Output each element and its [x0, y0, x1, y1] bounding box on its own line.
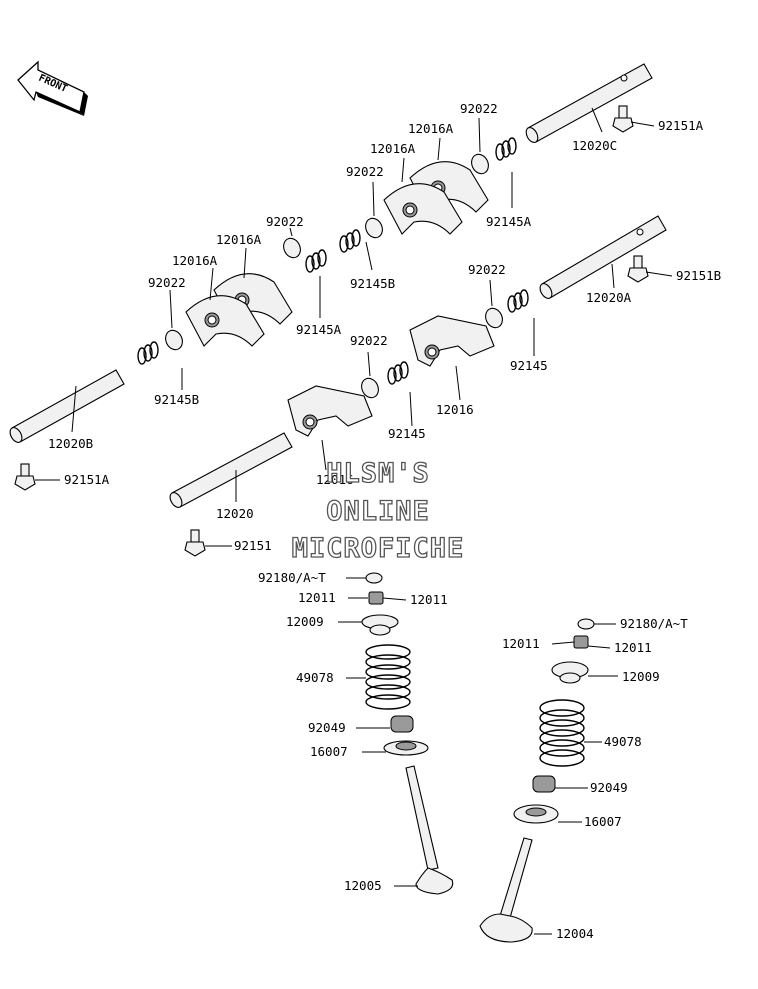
label-12011-left-b: 12011	[410, 592, 448, 607]
label-12016-a: 12016	[436, 402, 474, 417]
washer-92022-c	[283, 237, 301, 259]
label-16007-right: 16007	[584, 814, 622, 829]
washer-92022-a	[471, 153, 489, 175]
rocker-arm-12016-right	[409, 315, 495, 367]
label-16007-left: 16007	[310, 744, 348, 759]
label-12011-right-b: 12011	[614, 640, 652, 655]
label-92145-b: 92145	[388, 426, 426, 441]
shaft-12020a	[539, 215, 667, 299]
valve-12004	[479, 837, 533, 943]
label-12020: 12020	[216, 506, 254, 521]
label-49078-right: 49078	[604, 734, 642, 749]
label-92145a-a: 92145A	[486, 214, 532, 229]
label-12016a-b: 12016A	[370, 141, 416, 156]
spring-92145a-mid	[305, 249, 327, 273]
label-12005: 12005	[344, 878, 382, 893]
label-92151a-bottom: 92151A	[64, 472, 110, 487]
label-92022-d: 92022	[148, 275, 186, 290]
label-92022-c: 92022	[266, 214, 304, 229]
label-92151: 92151	[234, 538, 272, 553]
label-92180-right: 92180/A~T	[620, 616, 688, 631]
label-92049-left: 92049	[308, 720, 346, 735]
label-12011-left-a: 12011	[298, 590, 336, 605]
washer-92022-f	[361, 377, 379, 399]
label-92145b-a: 92145B	[350, 276, 395, 291]
shim-92180-right	[577, 618, 595, 630]
seat-16007-right	[513, 804, 559, 824]
valve-spring-49078-right	[539, 699, 585, 767]
shaft-12020b	[9, 369, 125, 443]
label-12020c: 12020C	[572, 138, 617, 153]
watermark-line-1: HLSM'S	[326, 458, 430, 489]
label-92022-b: 92022	[346, 164, 384, 179]
bolt-92151b	[627, 255, 649, 283]
valve-12005	[405, 765, 454, 895]
label-12016a-c: 12016A	[216, 232, 262, 247]
seat-16007-left	[383, 740, 429, 756]
shaft-12020c	[525, 63, 653, 143]
label-92151a-top: 92151A	[658, 118, 704, 133]
seal-92049-right	[532, 775, 556, 793]
washer-92022-e	[485, 307, 503, 329]
retainer-12009-left	[361, 614, 399, 636]
rocker-arm-12016a-mid-left	[185, 295, 265, 347]
valve-spring-49078-left	[365, 644, 411, 710]
label-12016a-d: 12016A	[172, 253, 218, 268]
bolt-92151a-bottom	[14, 463, 36, 491]
label-92022-a: 92022	[460, 101, 498, 116]
spring-92145b-left	[137, 341, 159, 365]
label-92145b-b: 92145B	[154, 392, 199, 407]
watermark-line-2: ONLINE	[326, 496, 430, 527]
seal-92049-left	[390, 715, 414, 733]
washer-92022-d	[165, 329, 183, 351]
washer-92022-b	[365, 217, 383, 239]
shim-92180-left	[365, 572, 383, 584]
label-92022-f: 92022	[350, 333, 388, 348]
label-92049-right: 92049	[590, 780, 628, 795]
label-12009-right: 12009	[622, 669, 660, 684]
watermark-line-3: MICROFICHE	[292, 533, 465, 564]
label-12011-right-a: 12011	[502, 636, 540, 651]
retainer-12009-right	[551, 661, 589, 684]
bolt-92151	[184, 529, 206, 557]
label-92145a-b: 92145A	[296, 322, 342, 337]
label-92145-a: 92145	[510, 358, 548, 373]
spring-92145b-top	[339, 229, 361, 253]
label-12020a: 12020A	[586, 290, 632, 305]
watermark: HLSM'S ONLINE MICROFICHE	[291, 457, 465, 564]
rocker-arm-12016-left	[287, 385, 373, 437]
label-92022-e: 92022	[468, 262, 506, 277]
label-12004: 12004	[556, 926, 594, 941]
label-12016-b: 12016	[316, 472, 354, 487]
label-12020b: 12020B	[48, 436, 93, 451]
keeper-12011-right	[573, 635, 589, 649]
spring-92145-right	[507, 289, 529, 313]
keeper-12011-left	[368, 591, 384, 605]
bolt-92151a-top	[612, 105, 634, 133]
valve-assembly-left	[361, 572, 454, 895]
label-12009-left: 12009	[286, 614, 324, 629]
label-92151b: 92151B	[676, 268, 721, 283]
valve-assembly-right	[479, 618, 595, 943]
shaft-12020	[169, 432, 293, 508]
label-49078-left: 49078	[296, 670, 334, 685]
spring-92145a-top	[495, 137, 517, 161]
leader-lines	[35, 107, 673, 935]
part-labels: 92151A 12020C 92022 12016A 12016A 92022 …	[48, 101, 721, 941]
front-arrow-icon: FRONT	[17, 60, 88, 116]
label-92180-left: 92180/A~T	[258, 570, 326, 585]
rocker-arm-12016a-top-left	[383, 183, 463, 235]
spring-92145-left	[387, 361, 409, 385]
label-12016a-a: 12016A	[408, 121, 454, 136]
